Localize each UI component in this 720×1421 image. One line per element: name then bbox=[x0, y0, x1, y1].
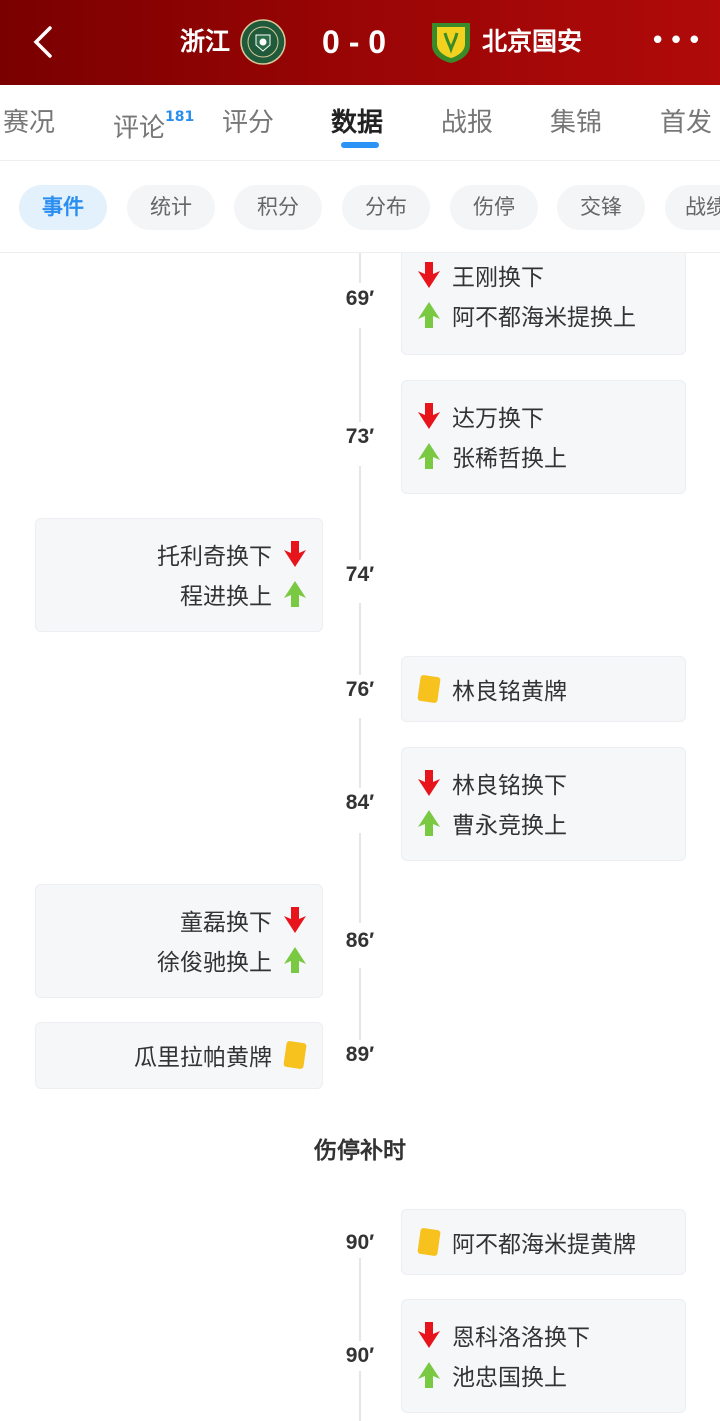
timeline-line bbox=[359, 718, 361, 790]
substitution-card: 王刚换下 阿不都海米提换上 bbox=[401, 253, 686, 355]
sub-in-player: 张稀哲换上 bbox=[452, 446, 567, 472]
yellow-card-event: 瓜里拉帕黄牌 bbox=[35, 1022, 323, 1089]
sub-in-arrow-icon bbox=[416, 300, 442, 330]
event-minute: 84′ bbox=[330, 788, 390, 818]
tab-report[interactable]: 战报 bbox=[441, 108, 494, 138]
events-timeline[interactable]: 69′ 王刚换下 阿不都海米提换上 73′ 达万换下 张稀哲换上 74′ 托利奇… bbox=[0, 253, 720, 1421]
sub-in-arrow-icon bbox=[416, 808, 442, 838]
substitution-card: 托利奇换下 程进换上 bbox=[35, 518, 323, 632]
chip-events[interactable]: 事件 bbox=[19, 185, 107, 230]
away-team-name[interactable]: 北京国安 bbox=[482, 27, 583, 56]
more-icon[interactable]: ••• bbox=[650, 26, 706, 56]
sub-out-arrow-icon bbox=[416, 1320, 442, 1350]
sub-out-player: 托利奇换下 bbox=[157, 544, 272, 570]
yellow-card-event: 林良铭黄牌 bbox=[401, 656, 686, 722]
sub-in-player: 池忠国换上 bbox=[452, 1365, 567, 1391]
sub-out-player: 林良铭换下 bbox=[452, 773, 567, 799]
data-subtabs: 事件 统计 积分 分布 伤停 交锋 战绩 bbox=[0, 161, 720, 253]
event-minute: 73′ bbox=[330, 422, 390, 452]
sub-in-player: 阿不都海米提换上 bbox=[452, 305, 636, 331]
sub-out-arrow-icon bbox=[416, 260, 442, 290]
timeline-line bbox=[359, 328, 361, 441]
event-minute: 89′ bbox=[330, 1040, 390, 1070]
event-minute: 74′ bbox=[330, 560, 390, 590]
away-team-badge[interactable] bbox=[428, 19, 474, 65]
substitution-card: 童磊换下 徐俊驰换上 bbox=[35, 884, 323, 998]
substitution-card: 达万换下 张稀哲换上 bbox=[401, 380, 686, 494]
sub-out-player: 童磊换下 bbox=[180, 910, 272, 936]
card-player: 阿不都海米提黄牌 bbox=[452, 1232, 636, 1258]
match-header: 浙江 0 - 0 北京国安 ••• bbox=[0, 0, 720, 85]
event-minute: 76′ bbox=[330, 675, 390, 705]
sub-in-player: 徐俊驰换上 bbox=[157, 950, 272, 976]
chip-standings[interactable]: 积分 bbox=[234, 185, 322, 230]
substitution-card: 林良铭换下 曹永竞换上 bbox=[401, 747, 686, 861]
yellow-card-icon bbox=[416, 1227, 442, 1257]
yellow-card-icon bbox=[282, 1040, 308, 1070]
tab-ratings[interactable]: 评分 bbox=[222, 108, 275, 138]
score: 0 - 0 bbox=[322, 24, 387, 60]
sub-out-arrow-icon bbox=[282, 905, 308, 935]
timeline-line bbox=[359, 1258, 361, 1421]
timeline-line bbox=[359, 603, 361, 683]
sub-in-player: 曹永竞换上 bbox=[452, 813, 567, 839]
home-team-name[interactable]: 浙江 bbox=[180, 27, 231, 56]
comments-count-badge: 181 bbox=[165, 109, 195, 125]
sub-out-arrow-icon bbox=[416, 401, 442, 431]
sub-out-arrow-icon bbox=[282, 539, 308, 569]
chip-h2h[interactable]: 交锋 bbox=[557, 185, 645, 230]
tab-comments-label: 评论 bbox=[113, 113, 166, 144]
tab-highlights[interactable]: 集锦 bbox=[550, 108, 603, 138]
back-icon[interactable] bbox=[24, 22, 64, 62]
event-minute: 90′ bbox=[330, 1228, 390, 1258]
chip-distribution[interactable]: 分布 bbox=[342, 185, 430, 230]
tab-lineup[interactable]: 首发 bbox=[660, 108, 713, 138]
sub-out-player: 达万换下 bbox=[452, 406, 544, 432]
sub-in-arrow-icon bbox=[416, 1360, 442, 1390]
chip-stats[interactable]: 统计 bbox=[127, 185, 215, 230]
chip-injuries[interactable]: 伤停 bbox=[450, 185, 538, 230]
sub-out-player: 恩科洛洛换下 bbox=[452, 1325, 590, 1351]
chip-record[interactable]: 战绩 bbox=[665, 185, 720, 230]
home-team-badge[interactable] bbox=[240, 19, 286, 65]
yellow-card-event: 阿不都海米提黄牌 bbox=[401, 1209, 686, 1275]
card-player: 林良铭黄牌 bbox=[452, 679, 567, 705]
substitution-card: 恩科洛洛换下 池忠国换上 bbox=[401, 1299, 686, 1413]
event-minute: 69′ bbox=[330, 284, 390, 314]
main-tabs: 赛况 评论181 评分 数据 战报 集锦 首发 bbox=[0, 85, 720, 161]
sub-out-player: 王刚换下 bbox=[452, 265, 544, 291]
timeline-line bbox=[359, 968, 361, 1040]
active-tab-indicator bbox=[341, 142, 379, 148]
sub-in-arrow-icon bbox=[282, 579, 308, 609]
event-minute: 86′ bbox=[330, 926, 390, 956]
timeline-line bbox=[359, 833, 361, 923]
tab-comments[interactable]: 评论181 bbox=[113, 105, 194, 147]
sub-out-arrow-icon bbox=[416, 768, 442, 798]
sub-in-arrow-icon bbox=[416, 441, 442, 471]
sub-in-arrow-icon bbox=[282, 945, 308, 975]
event-minute: 90′ bbox=[330, 1341, 390, 1371]
tab-data[interactable]: 数据 bbox=[331, 108, 384, 138]
card-player: 瓜里拉帕黄牌 bbox=[134, 1045, 272, 1071]
tab-live[interactable]: 赛况 bbox=[3, 108, 56, 138]
sub-in-player: 程进换上 bbox=[180, 584, 272, 610]
timeline-line bbox=[359, 466, 361, 579]
timeline-line bbox=[359, 253, 361, 283]
stoppage-time-heading: 伤停补时 bbox=[314, 1138, 406, 1164]
yellow-card-icon bbox=[416, 674, 442, 704]
